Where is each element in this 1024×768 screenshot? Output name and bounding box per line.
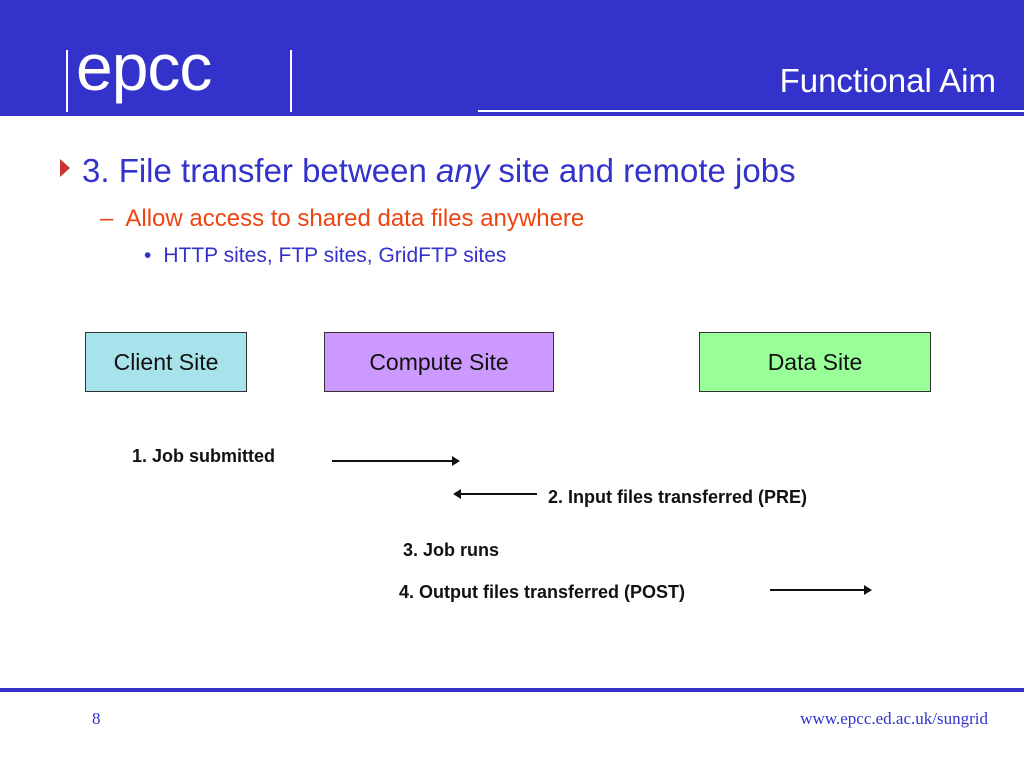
bullet-level1-emphasis: any [436,152,490,189]
arrow-right-icon [332,456,460,466]
header-divider [478,110,1024,112]
bullet-level2: –Allow access to shared data files anywh… [100,205,584,233]
compute-site-box: Compute Site [324,332,554,392]
bullet-level1-prefix: 3. File transfer between [82,152,437,189]
epcc-logo: epcc [66,34,292,112]
step-output-transfer: 4. Output files transferred (POST) [399,582,686,602]
logo-text: epcc [76,30,212,104]
dash-bullet-icon: – [100,205,114,232]
page-number: 8 [92,709,101,728]
triangle-bullet-icon [60,159,70,177]
step-job-runs: 3. Job runs [403,540,500,560]
bullet-level3-text: HTTP sites, FTP sites, GridFTP sites [163,244,507,267]
logo-left-bar [66,50,68,112]
arrow-left-icon [453,489,537,499]
arrow-right-icon [770,585,872,595]
footer-divider [0,688,1024,692]
footer-url-link[interactable]: www.epcc.ed.ac.uk/sungrid [800,709,988,728]
step-input-transfer: 2. Input files transferred (PRE) [548,487,808,507]
step-job-submitted: 1. Job submitted [132,446,276,466]
header-band [0,0,1024,116]
client-site-box: Client Site [85,332,247,392]
bullet-level1: 3. File transfer between any site and re… [60,152,796,190]
slide-title: Functional Aim [779,62,996,99]
bullet-level3: • HTTP sites, FTP sites, GridFTP sites [144,244,506,268]
logo-right-bar [290,50,292,112]
data-site-box: Data Site [699,332,931,392]
bullet-level1-suffix: site and remote jobs [489,152,796,189]
bullet-level2-text: Allow access to shared data files anywhe… [125,205,585,232]
dot-bullet-icon: • [144,244,152,267]
